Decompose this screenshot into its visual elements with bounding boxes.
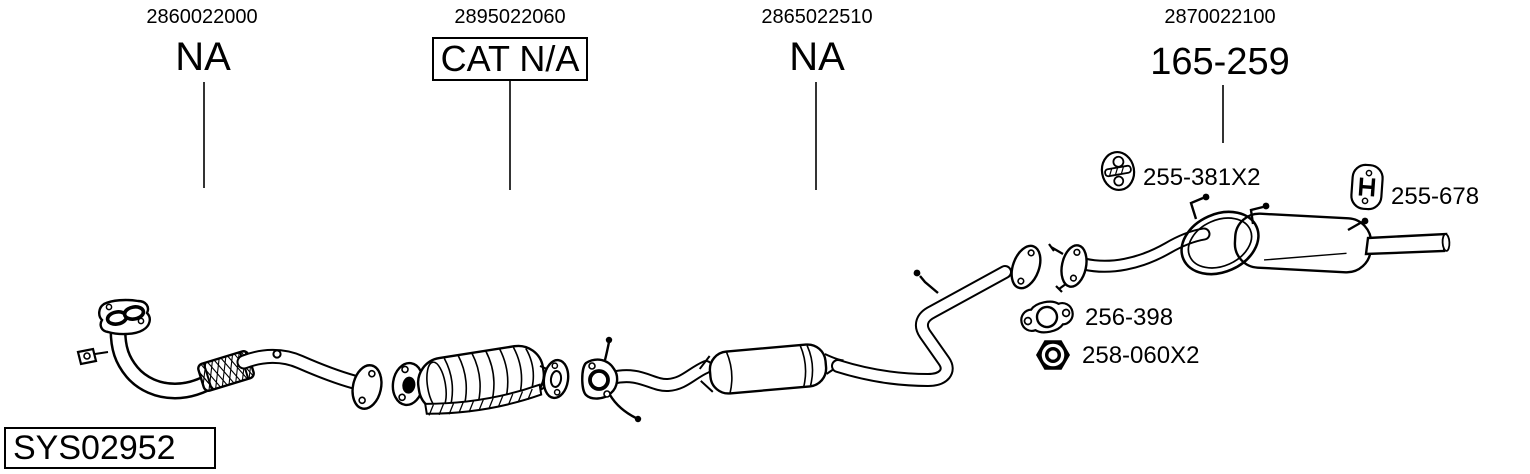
muffler-inlet-flange: [1048, 243, 1088, 293]
callout-nut: 258-060X2: [1082, 342, 1200, 369]
front-pipe-outlet-flange: [351, 364, 383, 410]
part-number-center-pipe: 2865022510: [761, 6, 873, 28]
front-pipe-inlet-flange: [98, 298, 151, 336]
availability-label-front-pipe: NA: [175, 35, 231, 79]
nut-icon: [1036, 340, 1070, 370]
front-downpipe-drawing: [76, 298, 383, 410]
part-number-front-pipe: 2860022000: [146, 6, 258, 28]
cat-outlet-flange: [542, 358, 570, 400]
cat-availability-box: CAT N/A: [432, 37, 588, 81]
rubber-hanger-icon: [1100, 150, 1136, 192]
rear-muffler-drawing: [1048, 193, 1451, 293]
part-number-catalyst: 2895022060: [454, 6, 566, 28]
part-code-rear-muffler: 165-259: [1150, 41, 1290, 83]
center-pipe-outlet-flange: [1010, 244, 1042, 290]
callout-gasket: 256-398: [1085, 304, 1174, 331]
cat-inlet-flange: [391, 361, 425, 407]
tailpipe: [1364, 232, 1451, 256]
system-code-box: SYS02952: [4, 427, 216, 469]
resonator: [698, 343, 845, 395]
muffler-hanger-rods: [1189, 193, 1369, 232]
cat-body: [416, 344, 546, 416]
part-number-rear-muffler: 2870022100: [1164, 6, 1276, 28]
pipe-boss: [272, 349, 282, 359]
availability-label-center-pipe: NA: [789, 35, 845, 79]
callout-front-hanger: 255-381X2: [1143, 164, 1261, 191]
leader-lines: [203, 81, 1224, 190]
catalytic-converter-drawing: [391, 344, 570, 416]
gasket-icon: [1020, 300, 1074, 334]
center-pipe-drawing: [581, 244, 1042, 423]
center-pipe-inlet-flange: [581, 336, 642, 423]
h-hanger-icon: [1350, 163, 1384, 211]
callout-rear-hanger: 255-678: [1391, 183, 1480, 210]
muffler-front-band: [1180, 210, 1260, 276]
